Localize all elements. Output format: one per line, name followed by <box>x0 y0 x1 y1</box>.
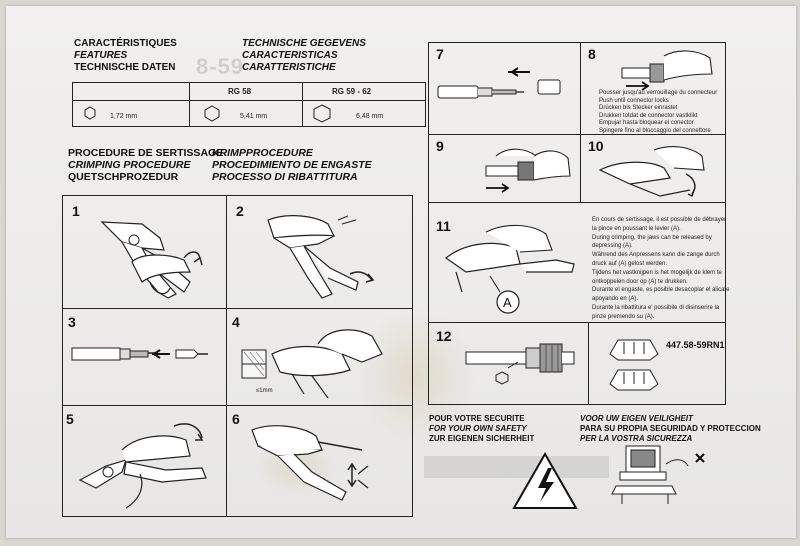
step-8-number: 8 <box>588 46 596 62</box>
step-6-number: 6 <box>232 411 240 427</box>
step4-dimension: ≤1mm <box>256 388 273 394</box>
right-steps-grid <box>428 42 726 405</box>
high-voltage-warning-icon <box>512 451 578 509</box>
instruction-sheet: 8-59 CARACTÉRISTIQUES FEATURES TECHNISCH… <box>6 6 796 538</box>
step-5-number: 5 <box>66 411 74 427</box>
crimp-tool-insert-illustration <box>267 215 375 299</box>
crimp-die-illustration <box>609 339 659 391</box>
grid-divider <box>62 308 413 309</box>
hexagon-icon <box>84 104 331 123</box>
part-number: 447.58-59RN1 <box>666 340 725 350</box>
specs-table <box>72 82 426 127</box>
procedure-heading-right: KRIMPPROCEDURE PROCEDIMIENTO DE ENGASTE … <box>212 147 372 183</box>
computer-hazard-icon <box>611 445 705 504</box>
grid-divider <box>580 42 581 202</box>
step-9-number: 9 <box>436 138 444 154</box>
connector-lock-illustration <box>485 148 571 193</box>
safety-heading-left: POUR VOTRE SECURITE FOR YOUR OWN SAFETY … <box>429 414 535 443</box>
size-3: 6,48 mm <box>356 113 384 120</box>
crimp-close-illustration <box>78 423 207 509</box>
show-through-print: 8-59 <box>196 54 245 79</box>
table-divider <box>302 82 303 127</box>
show-through-band <box>424 456 609 478</box>
crimp-tool-open-illustration <box>100 221 203 299</box>
step-12-number: 12 <box>436 328 452 344</box>
col-rg5962: RG 59 - 62 <box>332 87 372 96</box>
size-2: 5,41 mm <box>240 113 268 120</box>
push-connector-illustration <box>621 50 713 91</box>
step-11-number: 11 <box>436 218 451 234</box>
grid-divider <box>226 195 227 517</box>
jaw-release-illustration: A <box>444 224 575 314</box>
specs-heading-right: TECHNISCHE GEGEVENS CARACTERISTICAS CARA… <box>242 38 366 73</box>
grid-divider <box>428 202 726 203</box>
step-7-number: 7 <box>436 46 444 62</box>
step-3-number: 3 <box>68 314 76 330</box>
step-10-number: 10 <box>588 138 604 154</box>
paper-stain <box>356 306 476 446</box>
step-2-number: 2 <box>236 203 244 219</box>
col-rg58: RG 58 <box>228 87 252 96</box>
step-4-number: 4 <box>232 314 240 330</box>
table-divider <box>72 100 426 101</box>
cable-strip-illustration <box>71 347 208 361</box>
table-divider <box>189 82 190 127</box>
grid-divider <box>62 405 413 406</box>
crimp-release-illustration <box>251 425 369 501</box>
step-11-instructions: En cours de sertissage, il est possible … <box>592 217 730 320</box>
connector-body-illustration <box>437 67 561 99</box>
pin-crimp-illustration: ≤1mm <box>241 329 383 399</box>
release-lever-label: A <box>503 295 512 310</box>
step-8-instructions: Pousser jusqu'au verrouillage du connect… <box>599 90 718 134</box>
procedure-heading-left: PROCEDURE DE SERTISSAGE CRIMPING PROCEDU… <box>68 147 224 183</box>
safety-heading-right: VOOR UW EIGEN VEILIGHEIT PARA SU PROPIA … <box>580 414 761 443</box>
left-steps-grid <box>62 195 413 517</box>
crimped-connector-illustration <box>465 343 575 385</box>
tool-crimp-connector-illustration <box>598 146 705 198</box>
step-1-number: 1 <box>72 203 80 219</box>
specs-heading-left: CARACTÉRISTIQUES FEATURES TECHNISCHE DAT… <box>74 38 177 73</box>
grid-divider <box>428 134 726 135</box>
grid-divider <box>428 322 726 323</box>
size-1: 1,72 mm <box>110 113 138 120</box>
grid-divider <box>588 322 589 405</box>
